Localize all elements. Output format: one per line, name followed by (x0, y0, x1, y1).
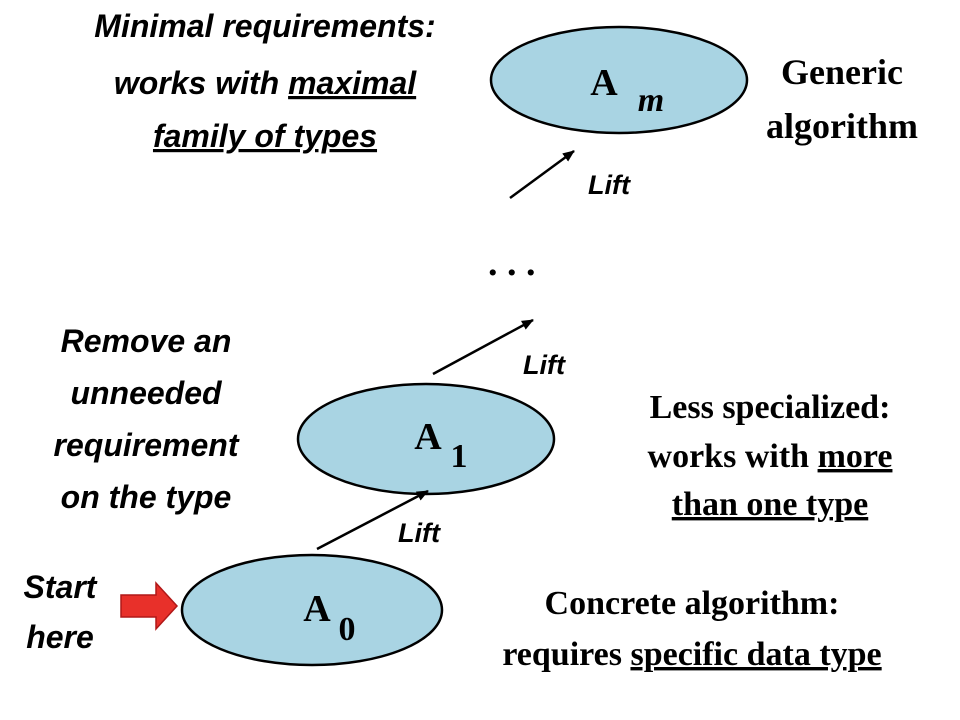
node-a-m-letter: A (590, 62, 618, 104)
node-a-0-ellipse (180, 553, 444, 667)
start-line-2: here (26, 619, 94, 655)
concrete-line-1: Concrete algorithm: (545, 585, 840, 622)
lift-arrow-top (509, 149, 575, 200)
ellipsis: . . . (488, 242, 536, 284)
node-a-0-letter: A (303, 588, 331, 630)
node-a-m-ellipse (489, 25, 749, 135)
remove-line-4: on the type (61, 479, 232, 515)
less-line-2: works with more (648, 438, 893, 475)
node-a-0-subscript: 0 (339, 611, 356, 648)
less-line-2-underlined: more (818, 438, 893, 475)
remove-line-3: requirement (54, 427, 240, 463)
remove-line-1: Remove an (61, 323, 232, 359)
less-line-1: Less specialized: (650, 389, 891, 426)
less-line-3: than one type (672, 486, 868, 523)
node-a-0: A 0 (180, 553, 444, 667)
minimal-line-2-underlined: maximal (288, 65, 417, 101)
concrete-algorithm-annotation: Concrete algorithm: requires specific da… (502, 585, 881, 673)
lift-label-top: Lift (588, 170, 631, 200)
node-a-1-letter: A (414, 416, 442, 458)
less-specialized-annotation: Less specialized: works with more than o… (648, 389, 893, 523)
less-line-2-prefix: works with (648, 438, 818, 475)
lift-label-bottom: Lift (398, 518, 441, 548)
node-a-m: A m (489, 25, 749, 135)
minimal-line-1: Minimal requirements: (94, 8, 435, 44)
remove-line-2: unneeded (70, 375, 223, 411)
start-arrow-icon (120, 581, 179, 631)
concrete-line-2: requires specific data type (502, 636, 881, 673)
generic-algorithm-annotation: Generic algorithm (766, 52, 918, 146)
minimal-line-2: works with maximal (114, 65, 417, 101)
start-line-1: Start (24, 569, 98, 605)
start-here-annotation: Start here (24, 569, 98, 655)
node-a-1: A 1 (296, 382, 556, 496)
remove-requirement-annotation: Remove an unneeded requirement on the ty… (54, 323, 240, 515)
generic-line-2: algorithm (766, 106, 918, 146)
minimal-line-2-prefix: works with (114, 65, 288, 101)
lift-arrow-middle (432, 318, 534, 376)
minimal-requirements-annotation: Minimal requirements: works with maximal… (94, 8, 435, 154)
lift-arrow-bottom (316, 489, 429, 551)
lift-label-middle: Lift (523, 350, 566, 380)
concrete-line-2-underlined: specific data type (630, 636, 881, 673)
generic-line-1: Generic (781, 52, 903, 92)
node-a-1-subscript: 1 (451, 438, 468, 475)
node-a-m-subscript: m (638, 82, 664, 119)
concrete-line-2-prefix: requires (502, 636, 630, 673)
minimal-line-3: family of types (153, 118, 377, 154)
